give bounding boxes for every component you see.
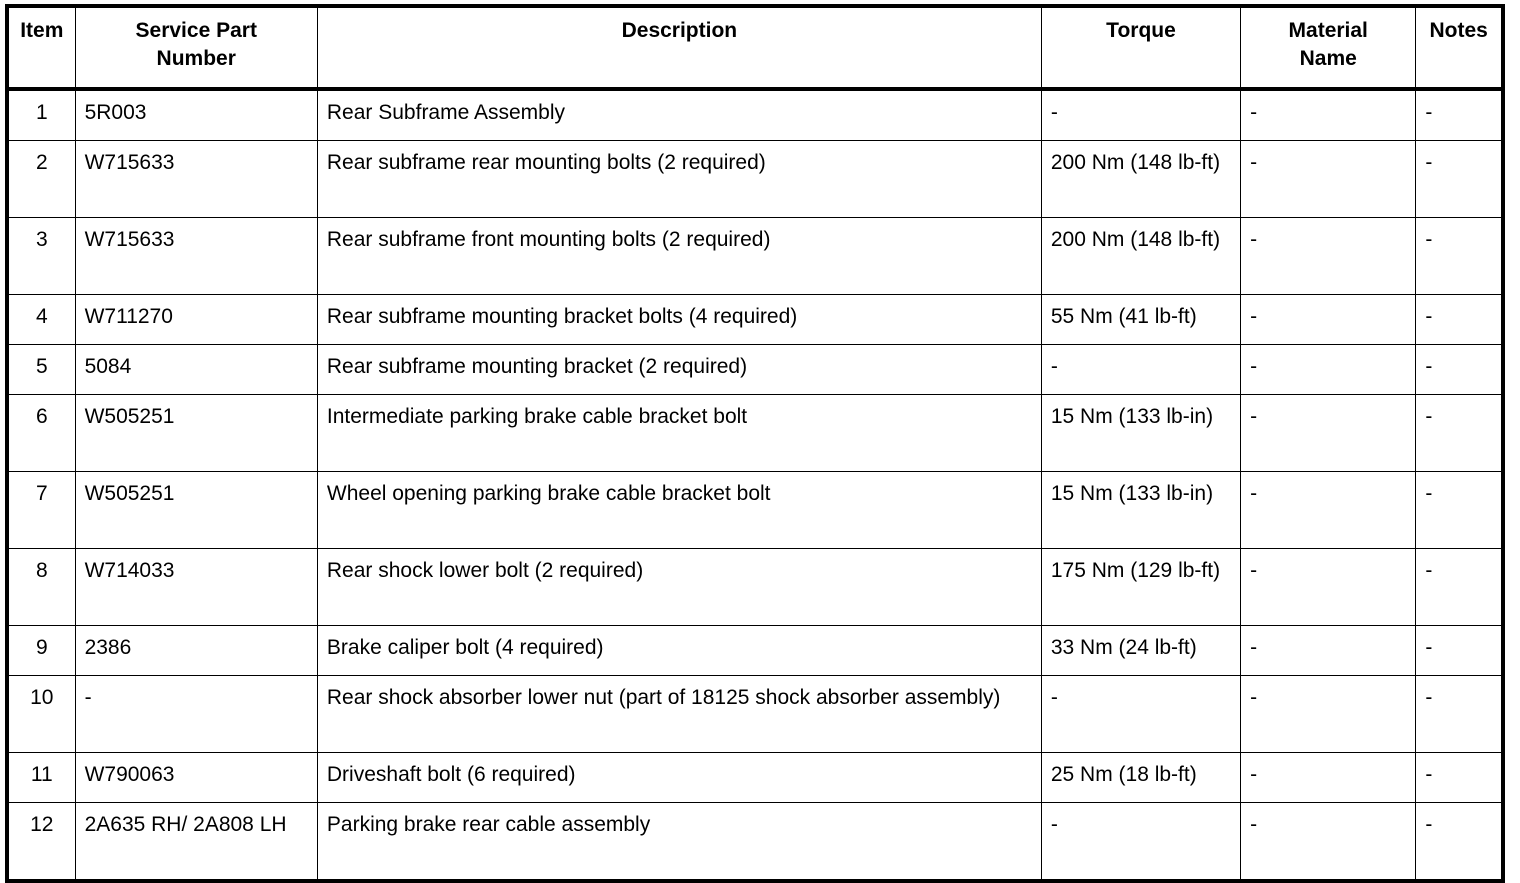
cell-notes: -: [1415, 140, 1504, 218]
cell-description: Intermediate parking brake cable bracket…: [316, 394, 1042, 472]
column-header-material-name-line2: Name: [1299, 46, 1357, 70]
cell-torque: -: [1040, 88, 1242, 141]
cell-item-number: 6: [6, 394, 76, 472]
cell-item-number: 4: [6, 294, 76, 345]
cell-service-part-number: W714033: [74, 548, 318, 626]
cell-description: Rear shock absorber lower nut (part of 1…: [316, 675, 1042, 753]
cell-item-number: 10: [6, 675, 76, 753]
cell-notes: -: [1415, 344, 1504, 395]
cell-description: Rear shock lower bolt (2 required): [316, 548, 1042, 626]
cell-material-name: -: [1240, 394, 1417, 472]
cell-material-name: -: [1240, 88, 1417, 141]
cell-notes: -: [1415, 217, 1504, 295]
cell-material-name: -: [1240, 802, 1417, 882]
cell-torque: 200 Nm (148 lb-ft): [1040, 217, 1242, 295]
cell-description: Rear subframe mounting bracket bolts (4 …: [316, 294, 1042, 345]
cell-notes: -: [1415, 625, 1504, 676]
cell-item-number: 12: [6, 802, 76, 882]
cell-service-part-number: W715633: [74, 217, 318, 295]
cell-item-number: 11: [6, 752, 76, 803]
table-header: Item Service Part Number Description Tor…: [6, 5, 1504, 91]
cell-notes: -: [1415, 802, 1504, 882]
cell-service-part-number: W715633: [74, 140, 318, 218]
cell-notes: -: [1415, 394, 1504, 472]
column-header-item: Item: [6, 5, 76, 91]
cell-description: Driveshaft bolt (6 required): [316, 752, 1042, 803]
cell-torque: 33 Nm (24 lb-ft): [1040, 625, 1242, 676]
cell-torque: -: [1040, 344, 1242, 395]
cell-item-number: 8: [6, 548, 76, 626]
cell-notes: -: [1415, 294, 1504, 345]
cell-torque: -: [1040, 675, 1242, 753]
cell-description: Rear subframe rear mounting bolts (2 req…: [316, 140, 1042, 218]
cell-service-part-number: W790063: [74, 752, 318, 803]
column-header-torque: Torque: [1040, 5, 1242, 91]
cell-torque: 175 Nm (129 lb-ft): [1040, 548, 1242, 626]
column-header-material-name-line1: Material: [1288, 19, 1368, 42]
cell-service-part-number: W711270: [74, 294, 318, 345]
cell-service-part-number: W505251: [74, 394, 318, 472]
column-header-service-part-number: Service Part Number: [74, 5, 318, 91]
cell-item-number: 5: [6, 344, 76, 395]
cell-torque: 25 Nm (18 lb-ft): [1040, 752, 1242, 803]
cell-material-name: -: [1240, 140, 1417, 218]
cell-description: Rear subframe mounting bracket (2 requir…: [316, 344, 1042, 395]
cell-torque: 15 Nm (133 lb-in): [1040, 471, 1242, 549]
cell-torque: -: [1040, 802, 1242, 882]
cell-notes: -: [1415, 752, 1504, 803]
cell-torque: 200 Nm (148 lb-ft): [1040, 140, 1242, 218]
cell-description: Brake caliper bolt (4 required): [316, 625, 1042, 676]
cell-notes: -: [1415, 88, 1504, 141]
cell-material-name: -: [1240, 217, 1417, 295]
cell-notes: -: [1415, 471, 1504, 549]
torque-specification-table: Item Service Part Number Description Tor…: [5, 4, 1505, 883]
cell-service-part-number: -: [74, 675, 318, 753]
column-header-service-part-number-line1: Service Part: [135, 19, 257, 42]
cell-material-name: -: [1240, 675, 1417, 753]
cell-torque: 15 Nm (133 lb-in): [1040, 394, 1242, 472]
cell-description: Rear subframe front mounting bolts (2 re…: [316, 217, 1042, 295]
cell-service-part-number: 2386: [74, 625, 318, 676]
cell-item-number: 7: [6, 471, 76, 549]
column-header-service-part-number-line2: Number: [156, 46, 236, 70]
table-row: 10-Rear shock absorber lower nut (part o…: [6, 675, 1504, 753]
cell-material-name: -: [1240, 471, 1417, 549]
cell-item-number: 9: [6, 625, 76, 676]
cell-material-name: -: [1240, 344, 1417, 395]
cell-item-number: 2: [6, 140, 76, 218]
cell-service-part-number: 2A635 RH/ 2A808 LH: [74, 802, 318, 882]
cell-material-name: -: [1240, 625, 1417, 676]
column-header-description: Description: [316, 5, 1042, 91]
cell-material-name: -: [1240, 548, 1417, 626]
cell-item-number: 1: [6, 88, 76, 141]
cell-item-number: 3: [6, 217, 76, 295]
cell-description: Rear Subframe Assembly: [316, 88, 1042, 141]
column-header-notes: Notes: [1415, 5, 1504, 91]
cell-material-name: -: [1240, 294, 1417, 345]
cell-notes: -: [1415, 548, 1504, 626]
table-header-row: Item Service Part Number Description Tor…: [6, 5, 1504, 91]
cell-torque: 55 Nm (41 lb-ft): [1040, 294, 1242, 345]
cell-service-part-number: 5R003: [74, 88, 318, 141]
column-header-material-name: Material Name: [1240, 5, 1417, 91]
cell-material-name: -: [1240, 752, 1417, 803]
cell-description: Parking brake rear cable assembly: [316, 802, 1042, 882]
cell-notes: -: [1415, 675, 1504, 753]
cell-service-part-number: W505251: [74, 471, 318, 549]
cell-description: Wheel opening parking brake cable bracke…: [316, 471, 1042, 549]
cell-service-part-number: 5084: [74, 344, 318, 395]
